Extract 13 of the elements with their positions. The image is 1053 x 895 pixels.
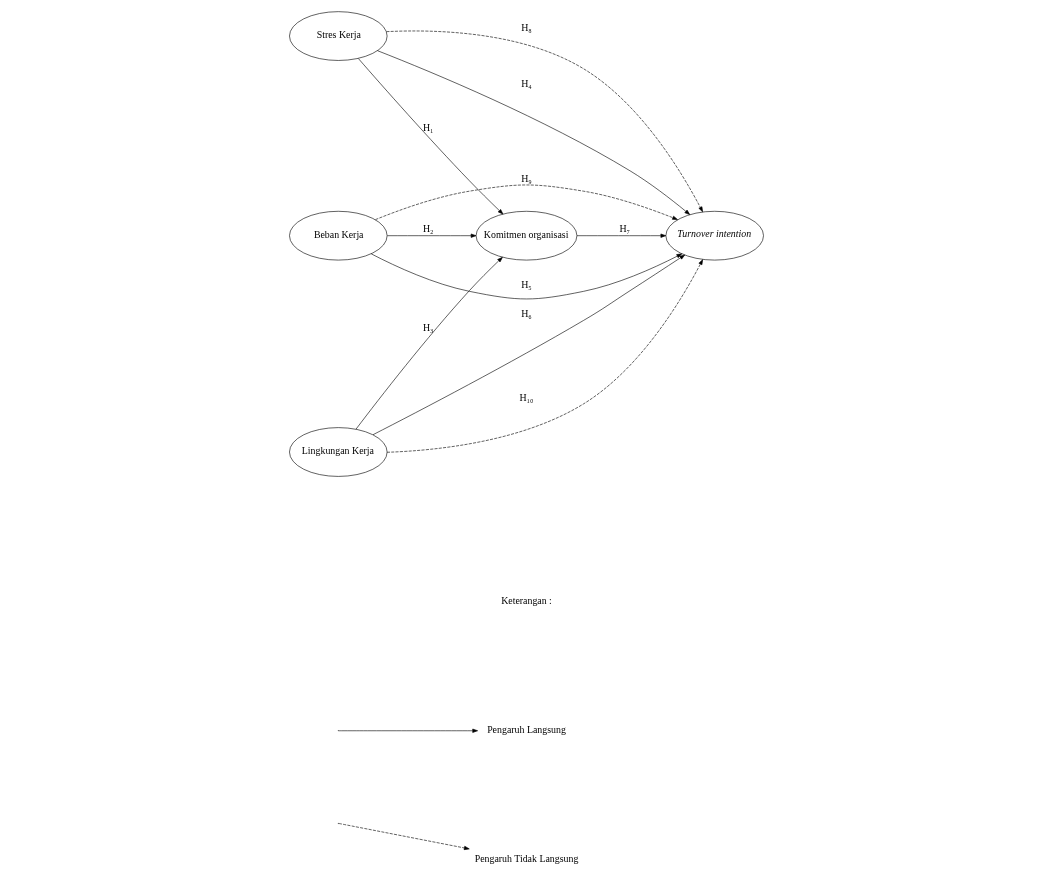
legend-label: Pengaruh Tidak Langsung (474, 852, 579, 864)
edge-label: H₆ (521, 307, 532, 319)
edge-label: H₇ (619, 222, 631, 234)
edge-label: H₅ (521, 278, 532, 290)
edge-label: H₁ (422, 121, 434, 133)
edge-label: H₃ (422, 321, 434, 333)
edge-label: H₂ (422, 222, 434, 234)
edge-label: H₉ (521, 172, 532, 184)
label: Keterangan : (501, 594, 552, 606)
legend-label: Pengaruh Langsung (487, 723, 566, 735)
edge-label: H₈ (521, 21, 532, 33)
edge-label: H₄ (521, 77, 532, 89)
edge-label: H₁₀ (519, 391, 534, 403)
